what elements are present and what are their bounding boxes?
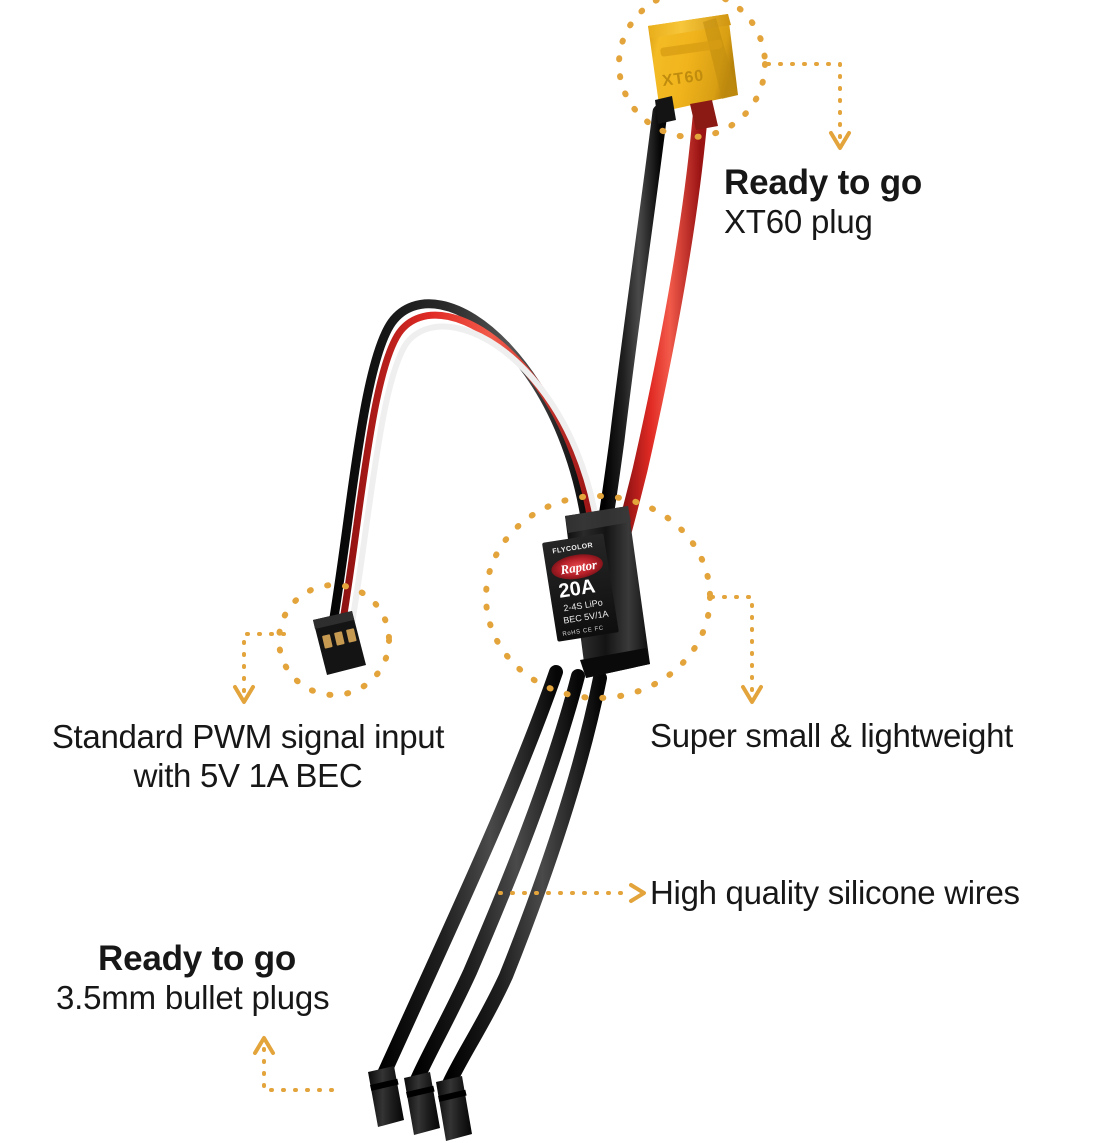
arrowhead-pwm: [233, 685, 255, 704]
leader-pwm: [242, 632, 286, 696]
highlight-circle-pwm: [276, 582, 392, 698]
bullet-plugs: [368, 1066, 472, 1141]
callout-bullet-plugs: Ready to go 3.5mm bullet plugs: [56, 938, 330, 1018]
bullet-plug-3: [436, 1076, 472, 1141]
callout-pwm-line1: Standard PWM signal input: [51, 718, 445, 755]
callout-xt60-subline: XT60 plug: [724, 203, 873, 241]
motor-wire-2: [409, 669, 585, 1089]
callout-bullet-subline: 3.5mm bullet plugs: [56, 979, 330, 1017]
arrowhead-bullets: [253, 1036, 275, 1055]
callout-lightweight-text: Super small & lightweight: [650, 717, 1014, 754]
esc-body: FLYCOLOR Raptor 20A 2-4S LiPo BEC 5V/1A …: [542, 506, 650, 678]
xt60-red-wire: [616, 110, 708, 540]
callout-silicone-wires: High quality silicone wires: [650, 874, 1020, 913]
callout-arrowheads: [233, 131, 851, 1055]
callout-pwm-line2: with 5V 1A BEC: [133, 756, 363, 794]
xt60-embossed-text: XT60: [661, 67, 705, 90]
arrowhead-esc: [741, 685, 763, 704]
servo-cable-black: [328, 299, 591, 629]
arrowhead-wires: [629, 883, 646, 903]
callout-leaders: [242, 62, 842, 1092]
callout-pwm: Standard PWM signal input with 5V 1A BEC: [2, 718, 494, 796]
pwm-servo-connector: [313, 611, 366, 675]
bullet-plug-1: [368, 1066, 404, 1127]
callout-xt60-headline: Ready to go: [724, 163, 923, 202]
callout-xt60: Ready to go XT60 plug: [724, 162, 922, 242]
leader-bullets: [262, 1044, 334, 1092]
callout-lightweight: Super small & lightweight: [650, 717, 1013, 756]
callout-silicone-wires-text: High quality silicone wires: [650, 874, 1020, 911]
arrowhead-xt60: [829, 131, 851, 150]
wire-harness: [328, 104, 708, 1093]
xt60-black-wire: [596, 104, 668, 536]
leader-esc: [710, 595, 754, 696]
highlight-circle-xt60: [616, 0, 768, 140]
servo-cable-white: [348, 323, 601, 633]
motor-wire-1: [375, 665, 563, 1085]
motor-wire-3: [441, 671, 607, 1093]
callout-bullet-headline: Ready to go: [98, 939, 297, 978]
bullet-plug-2: [404, 1072, 440, 1135]
xt60-connector: XT60: [648, 14, 738, 130]
leader-xt60: [766, 62, 842, 142]
